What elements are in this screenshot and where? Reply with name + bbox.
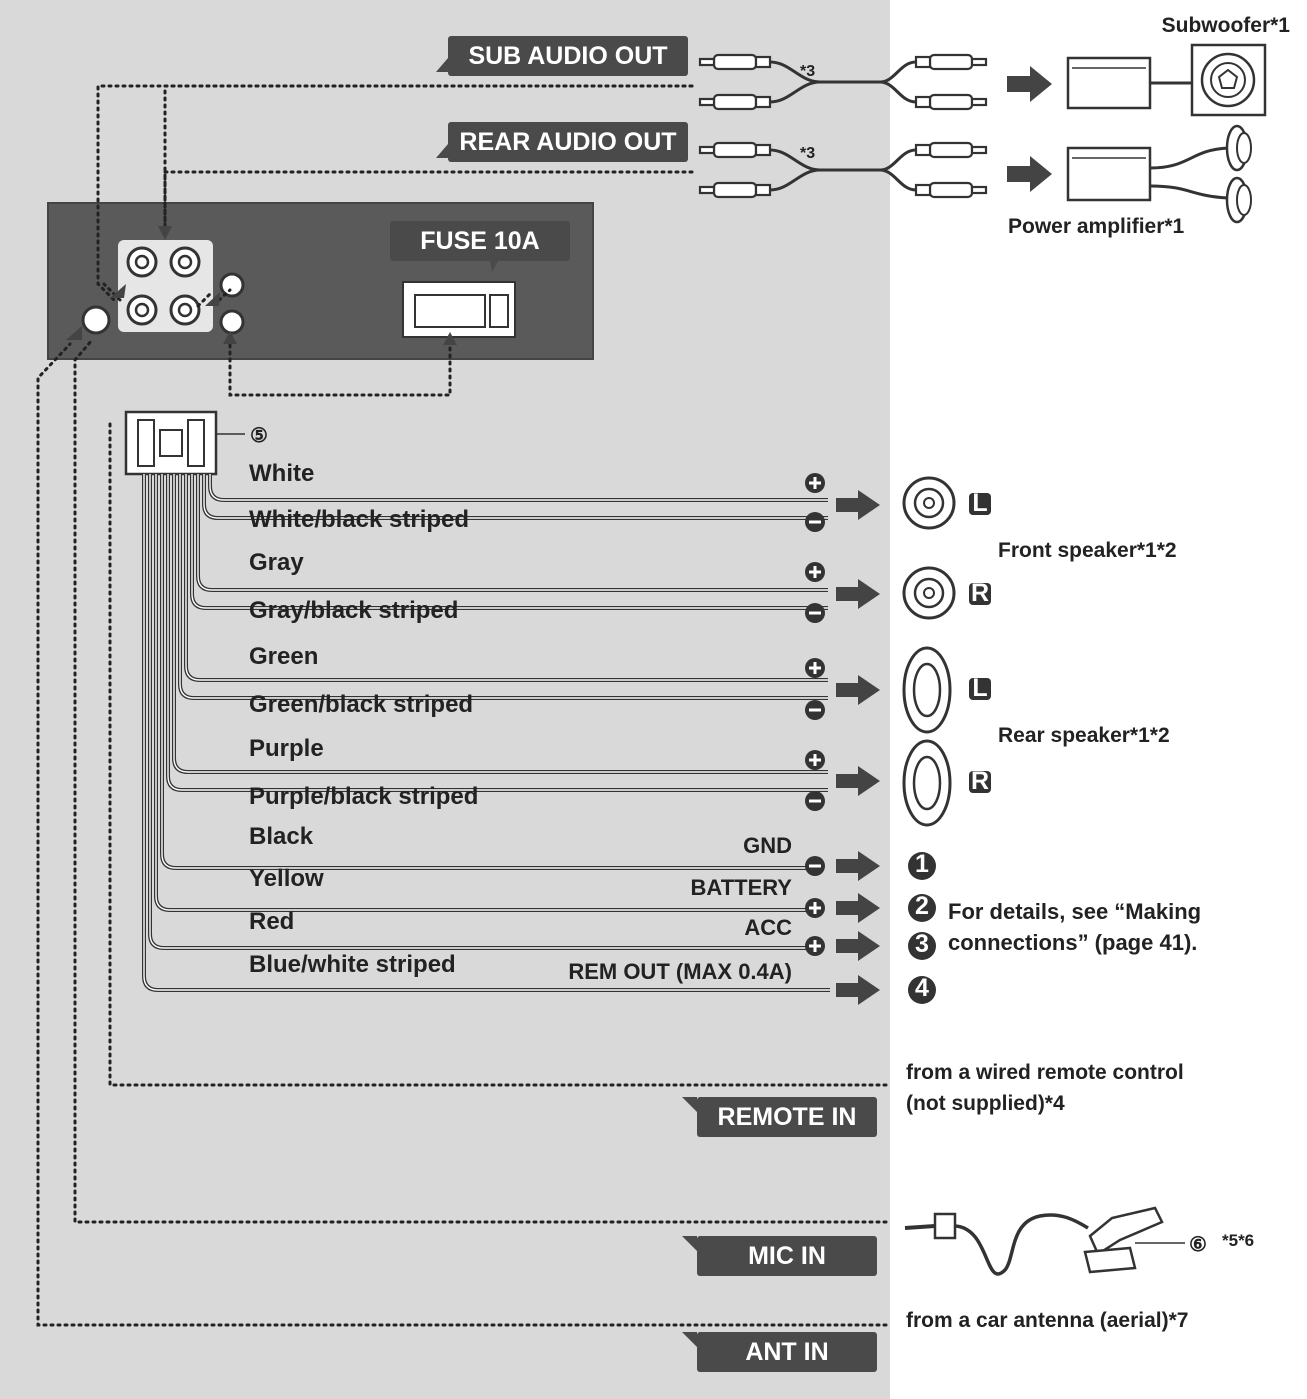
microphone-icon (904, 1206, 1185, 1276)
wire-label: Gray (249, 549, 304, 576)
wire-label: White/black striped (249, 506, 469, 533)
subwoofer-amplifier-icon (1066, 56, 1192, 110)
arrow-rear-left (836, 675, 880, 705)
details-note-line2: connections” (page 41). (948, 930, 1197, 955)
power-terminal-label: REM OUT (MAX 0.4A) (568, 959, 792, 984)
fuse-label: FUSE 10A (420, 227, 539, 255)
arrow-power-1 (836, 851, 880, 881)
rear-speaker-right-icon (902, 739, 952, 827)
power-number-badge (908, 932, 936, 960)
remote-note-line1: from a wired remote control (906, 1061, 1184, 1084)
svg-text:L: L (972, 489, 987, 517)
svg-text:R: R (971, 767, 989, 795)
arrow-power-3 (836, 931, 880, 961)
rear-speaker-label: Rear speaker*1*2 (998, 724, 1170, 747)
rear-audio-out-tag: REAR AUDIO OUT (436, 122, 688, 162)
svg-text:L: L (972, 674, 987, 702)
remote-in-tag: REMOTE IN (682, 1097, 877, 1137)
arrow-front-left (836, 490, 880, 520)
arrow-to-remote-jack (223, 331, 237, 344)
sub-audio-out-label: SUB AUDIO OUT (468, 42, 667, 70)
wire-label: Gray/black striped (249, 597, 458, 624)
details-note-line1: For details, see “Making (948, 899, 1201, 924)
arrow-power-2 (836, 893, 880, 923)
dotted-routing (36, 84, 888, 1327)
subwoofer-label: Subwoofer*1 (1162, 14, 1291, 37)
arrow-to-sub-rca (110, 284, 126, 298)
wire-label: Purple (249, 735, 324, 762)
badge-rear-left: L (969, 674, 991, 702)
sub-rca-cable (698, 53, 988, 111)
arrow-to-power-amp (1007, 156, 1052, 192)
rear-rca-cable (698, 141, 988, 199)
mic-note: *5*6 (1222, 1231, 1254, 1250)
arrow-to-rear-rca (158, 226, 172, 240)
power-number-text: 1 (915, 850, 929, 878)
arrow-to-antenna (66, 326, 82, 340)
wire-label: Red (249, 908, 294, 935)
rear-audio-out-label: REAR AUDIO OUT (459, 128, 676, 156)
arrow-to-subwoofer-amp (1007, 66, 1052, 102)
badge-front-right: R (969, 579, 991, 607)
badge-rear-right: R (969, 767, 991, 795)
wire-label: White (249, 460, 314, 487)
note-star3-bottom: *3 (800, 145, 815, 162)
arrow-front-right (836, 579, 880, 609)
power-amplifier-icon (1066, 146, 1229, 202)
wire-label: Blue/white striped (249, 951, 456, 978)
power-number-badge (908, 852, 936, 880)
ant-in-label: ANT IN (745, 1338, 828, 1366)
power-terminal-label: GND (743, 833, 792, 858)
wire-label: Black (249, 823, 314, 850)
sub-audio-out-tag: SUB AUDIO OUT (436, 36, 688, 76)
front-speaker-label: Front speaker*1*2 (998, 539, 1177, 562)
harness-connector (124, 410, 245, 476)
wire-label: Yellow (249, 865, 324, 892)
fuse-holder (402, 281, 516, 338)
arrow-power-4 (836, 975, 880, 1005)
power-number-text: 3 (915, 930, 929, 958)
power-number-badge (908, 894, 936, 922)
power-number-text: 4 (915, 974, 929, 1002)
subwoofer-icon (1190, 43, 1267, 117)
mic-in-label: MIC IN (748, 1242, 826, 1270)
connector-5-marker: ⑤ (250, 425, 268, 447)
wire-label: Green/black striped (249, 691, 473, 718)
remote-in-label: REMOTE IN (718, 1103, 857, 1131)
mic-in-tag: MIC IN (682, 1236, 877, 1276)
front-speaker-left-icon (902, 476, 956, 530)
wire-label: Green (249, 643, 318, 670)
front-speaker-right-icon (902, 566, 956, 620)
badge-front-left: L (969, 489, 991, 517)
note-star3-top: *3 (800, 63, 815, 80)
head-unit: FUSE 10A (47, 202, 594, 360)
arrow-rear-right (836, 766, 880, 796)
power-number-badge (908, 976, 936, 1004)
rear-speaker-left-icon (902, 646, 952, 734)
power-number-text: 2 (915, 892, 929, 920)
connector-6-marker: ⑥ (1189, 1234, 1207, 1256)
fuse-tag: FUSE 10A (390, 221, 570, 272)
power-amplifier-label: Power amplifier*1 (1008, 215, 1185, 238)
wire-label: Purple/black striped (249, 783, 478, 810)
power-terminal-label: BATTERY (691, 875, 793, 900)
svg-text:R: R (971, 579, 989, 607)
remote-note-line2: (not supplied)*4 (906, 1092, 1065, 1115)
rca-jack-cluster (81, 246, 245, 335)
antenna-note: from a car antenna (aerial)*7 (906, 1309, 1188, 1332)
power-terminal-label: ACC (744, 915, 792, 940)
arrow-to-mic-jack (205, 292, 220, 306)
tweeter-icons (1225, 124, 1252, 224)
ant-in-tag: ANT IN (682, 1332, 877, 1372)
arrow-to-fuse (443, 332, 457, 345)
